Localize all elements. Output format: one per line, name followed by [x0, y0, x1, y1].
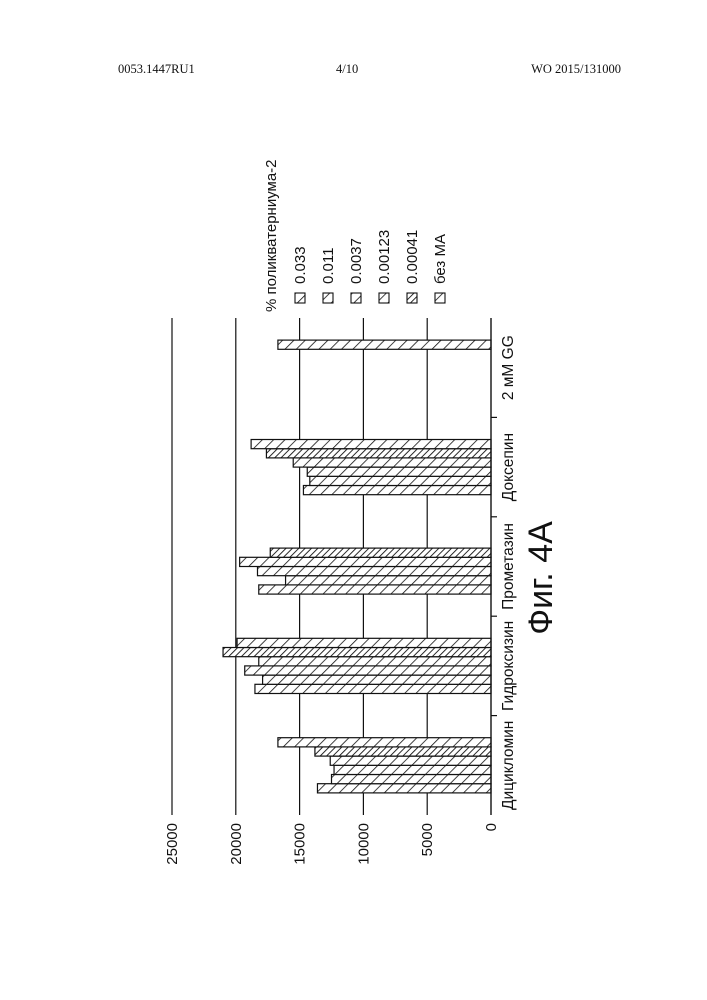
bar: [293, 458, 491, 467]
y-tick-label: 0: [483, 823, 500, 831]
legend-label: 0.033: [292, 246, 309, 284]
legend-swatch: [407, 293, 417, 303]
bar: [255, 684, 491, 693]
bar: [317, 784, 491, 793]
legend-swatch: [379, 293, 389, 303]
y-tick-label: 5000: [419, 823, 436, 856]
bar: [245, 666, 491, 675]
bar: [310, 476, 491, 485]
bar: [263, 675, 491, 684]
bar: [334, 765, 491, 774]
legend-label: 0.011: [320, 248, 337, 284]
bar: [259, 585, 491, 594]
bars: [223, 340, 491, 793]
y-tick-label: 20000: [228, 823, 245, 865]
figure-caption: Фиг. 4A: [522, 521, 560, 635]
bar: [332, 775, 492, 784]
legend-swatch: [435, 293, 445, 303]
bar: [266, 449, 491, 458]
legend-label: 0.00041: [404, 230, 421, 284]
bar: [251, 440, 491, 449]
legend-title: % поликватерниума-2: [263, 159, 280, 312]
y-tick-label: 25000: [164, 823, 181, 865]
bar: [330, 756, 491, 765]
bar: [270, 548, 491, 557]
bar: [278, 340, 491, 349]
bar: [278, 738, 491, 747]
legend-swatch: [295, 293, 305, 303]
legend-swatch: [323, 293, 333, 303]
category-label: Дицикломин: [500, 721, 517, 810]
legend-swatch: [351, 293, 361, 303]
legend-label: 0.0037: [348, 238, 365, 284]
category-label: Доксепин: [500, 433, 517, 501]
bar: [237, 638, 491, 647]
category-label: 2 мМ GG: [500, 335, 517, 400]
bar: [223, 648, 491, 657]
category-label: Гидроксизин: [500, 621, 517, 711]
bar: [307, 467, 491, 476]
category-label: Прометазин: [500, 523, 517, 610]
bar: [303, 486, 491, 495]
bar: [286, 576, 491, 585]
bar: [315, 747, 491, 756]
y-tick-label: 10000: [355, 823, 372, 865]
legend-label: 0.00123: [376, 230, 393, 284]
bar: [257, 567, 491, 576]
bar: [259, 657, 491, 666]
y-tick-label: 15000: [292, 823, 309, 865]
bar: [240, 557, 491, 566]
legend-label: без МА: [432, 234, 449, 284]
legend: % поликватерниума-2 0.033 0.011 0.0037 0.001…: [263, 159, 449, 312]
